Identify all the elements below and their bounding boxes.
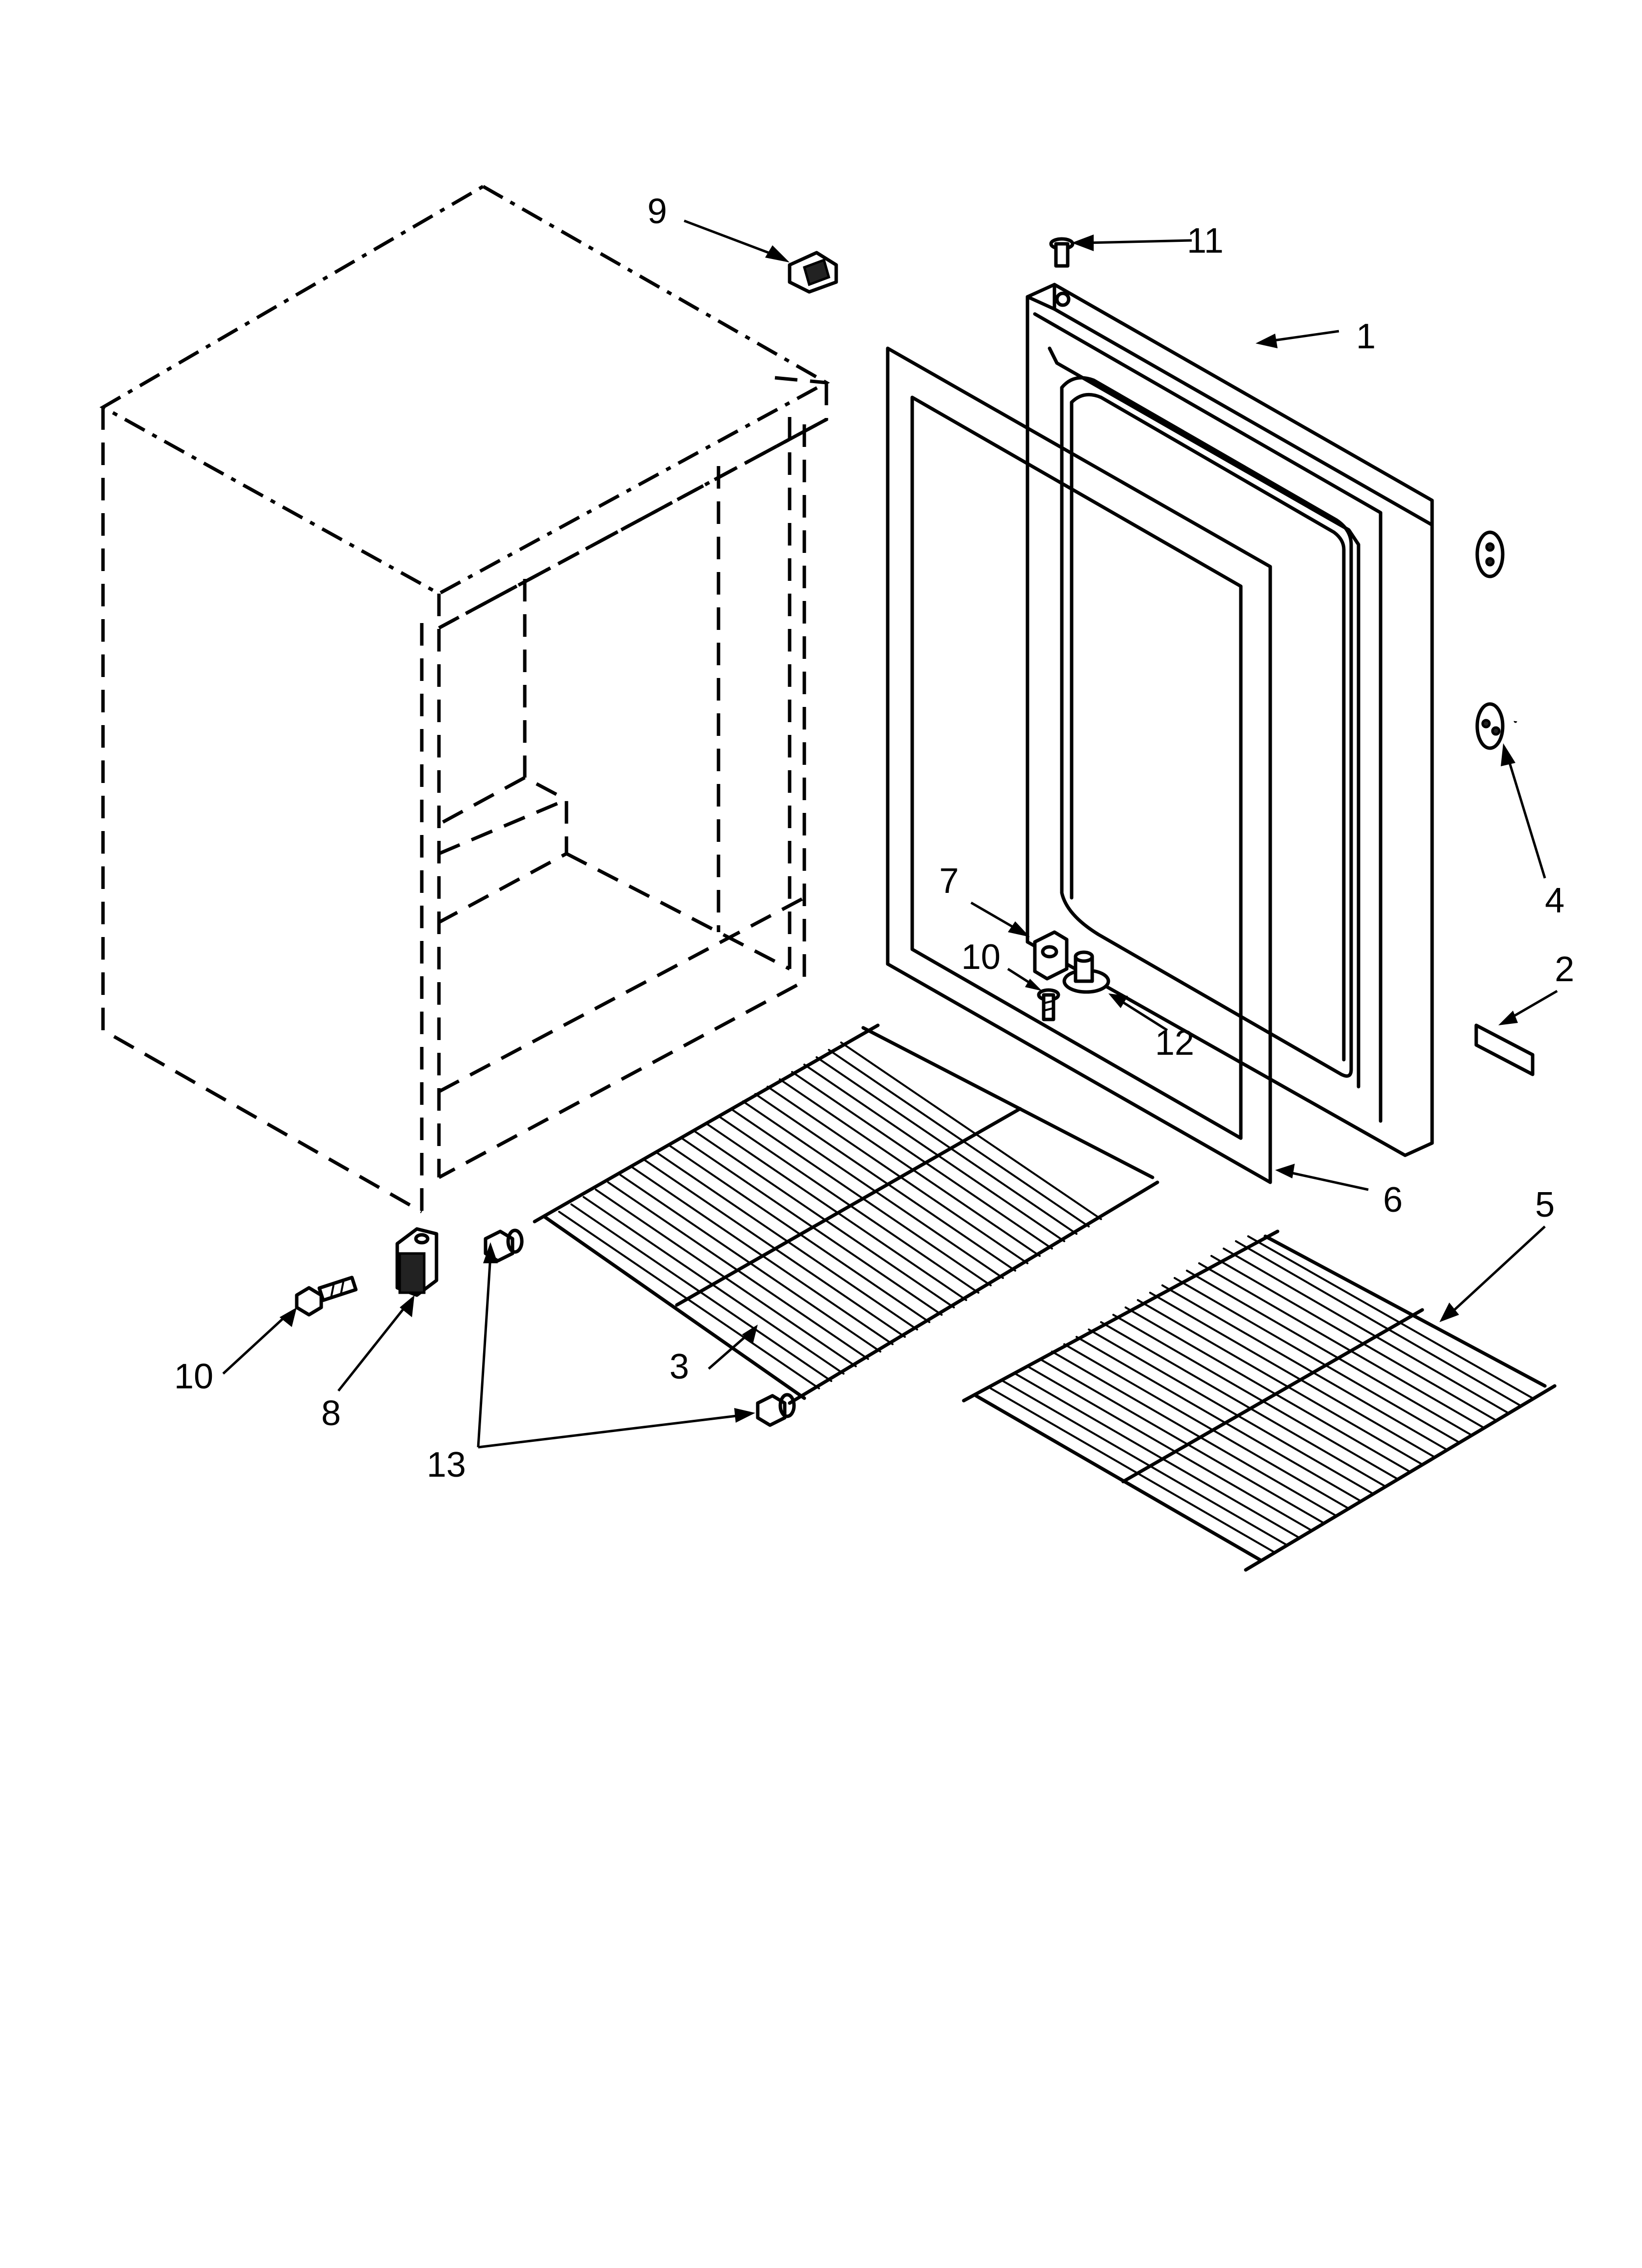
callout-label-2: 2 [1555,950,1574,989]
bottom-hinge-part [395,1227,438,1297]
callout-labels: 1 2 3 4 5 6 7 8 9 10 10 11 12 13 [174,192,1574,1485]
callout-label-3: 3 [669,1347,689,1386]
door-pin-part [1049,237,1075,268]
handle-part [1475,530,1524,750]
callout-label-1: 1 [1356,317,1376,356]
callout-label-7: 7 [939,861,959,901]
shelf-support-part-right [756,1393,796,1427]
cabinet-outline [99,184,830,1214]
callout-label-6: 6 [1383,1180,1403,1220]
screw-part-upper [1037,988,1060,1021]
callout-label-12: 12 [1155,1023,1194,1063]
gasket-part [886,346,1272,1184]
leader-lines [222,219,1558,1449]
callout-label-13: 13 [427,1445,466,1485]
callout-label-4: 4 [1545,881,1565,920]
screw-part-lower [295,1276,358,1317]
lower-shelf-part [962,1229,1557,1572]
door-stop-part [1033,930,1069,981]
callout-label-11: 11 [1187,221,1224,261]
callout-label-9: 9 [647,192,667,231]
callout-label-10-lower: 10 [174,1357,213,1396]
callout-label-8: 8 [321,1394,341,1433]
hinge-pin-part [1062,950,1110,994]
door-part [1026,283,1434,1157]
top-hinge-part [788,251,838,294]
callout-label-5: 5 [1535,1185,1555,1225]
label-part [1474,1023,1535,1076]
callout-label-10-upper: 10 [961,938,1001,977]
upper-shelf-part [533,1023,1159,1405]
